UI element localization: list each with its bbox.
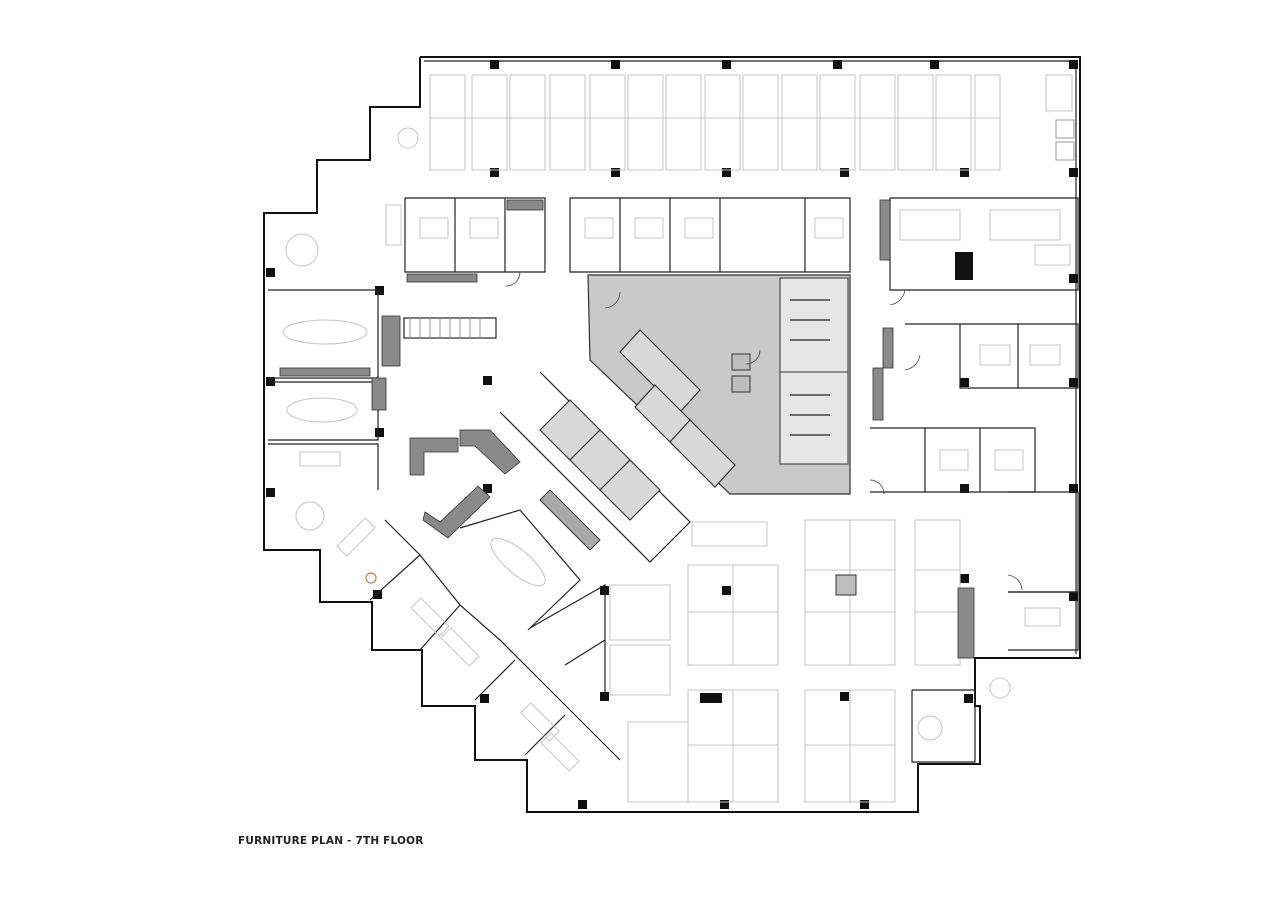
- southeast-offices: [911, 491, 1079, 763]
- doors: [505, 271, 1023, 591]
- stair: [371, 317, 497, 411]
- elevator-lobby: [499, 371, 691, 563]
- west-rooms: [268, 127, 419, 531]
- north-workstations: [429, 74, 1075, 171]
- reception-desk: [409, 429, 521, 539]
- south-workstations: [609, 519, 975, 803]
- building-core: [587, 274, 851, 495]
- northeast-office: [870, 197, 1079, 493]
- southwest-offices: [336, 509, 621, 772]
- drawing-title: FURNITURE PLAN - 7TH FLOOR: [238, 835, 424, 847]
- north-offices: [385, 197, 851, 283]
